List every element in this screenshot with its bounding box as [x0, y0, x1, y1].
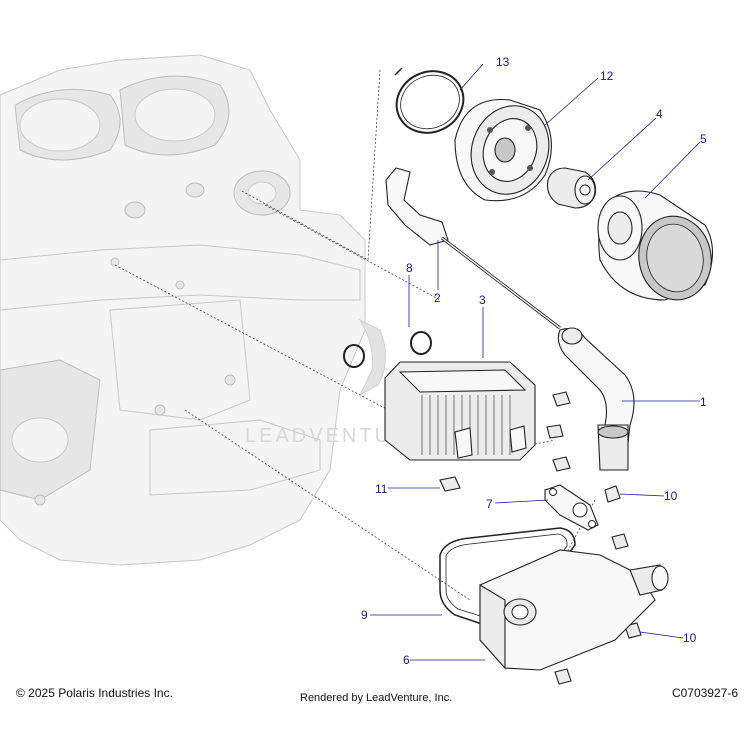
callout-4: 4 — [656, 107, 663, 121]
part-12-filter-adapter — [454, 98, 552, 202]
callout-10a: 10 — [664, 489, 678, 503]
callout-2: 2 — [434, 291, 441, 305]
engine-block-ghost — [0, 54, 366, 566]
callout-6: 6 — [403, 653, 410, 667]
bolt-10a — [604, 485, 621, 503]
watermark: LEADVENTURE — [245, 318, 426, 447]
callout-8: 8 — [406, 261, 413, 275]
leader-lines — [370, 63, 701, 661]
part-4-fitting — [546, 167, 597, 209]
bolt-upper-right — [552, 391, 571, 407]
callout-13: 13 — [496, 55, 510, 69]
part-1-dipstick-tube — [557, 327, 635, 471]
callout-3: 3 — [479, 293, 486, 307]
callout-11: 11 — [375, 482, 388, 496]
bolt-mid-right — [546, 424, 564, 439]
bolt-lower-mid — [552, 456, 571, 472]
figure-id: C0703927-6 — [671, 686, 738, 700]
callout-12: 12 — [600, 69, 614, 83]
watermark-text: LEADVENTURE — [245, 425, 426, 447]
part-6-cooler-housing — [479, 549, 669, 671]
part-5-oil-filter — [597, 190, 713, 301]
bolt-10a-2 — [611, 533, 629, 550]
callouts: 13 12 4 5 8 2 3 1 11 7 10 9 6 10 — [361, 55, 707, 667]
callout-5: 5 — [700, 132, 707, 146]
callout-10b: 10 — [683, 631, 697, 645]
bolt-11 — [439, 476, 461, 492]
callout-9: 9 — [361, 608, 368, 622]
bolt-bottom — [554, 668, 572, 685]
part-13-o-ring — [394, 67, 465, 134]
part-3-oil-cooler — [384, 361, 536, 461]
rendered-by-text: Rendered by LeadVenture, Inc. — [300, 692, 453, 704]
part-8-o-ring — [343, 331, 432, 368]
part-7-gasket-plate — [544, 484, 599, 531]
copyright-text: © 2025 Polaris Industries Inc. — [16, 686, 173, 700]
callout-7: 7 — [486, 497, 493, 511]
part-2-dipstick — [385, 167, 561, 330]
callout-1: 1 — [700, 395, 707, 409]
